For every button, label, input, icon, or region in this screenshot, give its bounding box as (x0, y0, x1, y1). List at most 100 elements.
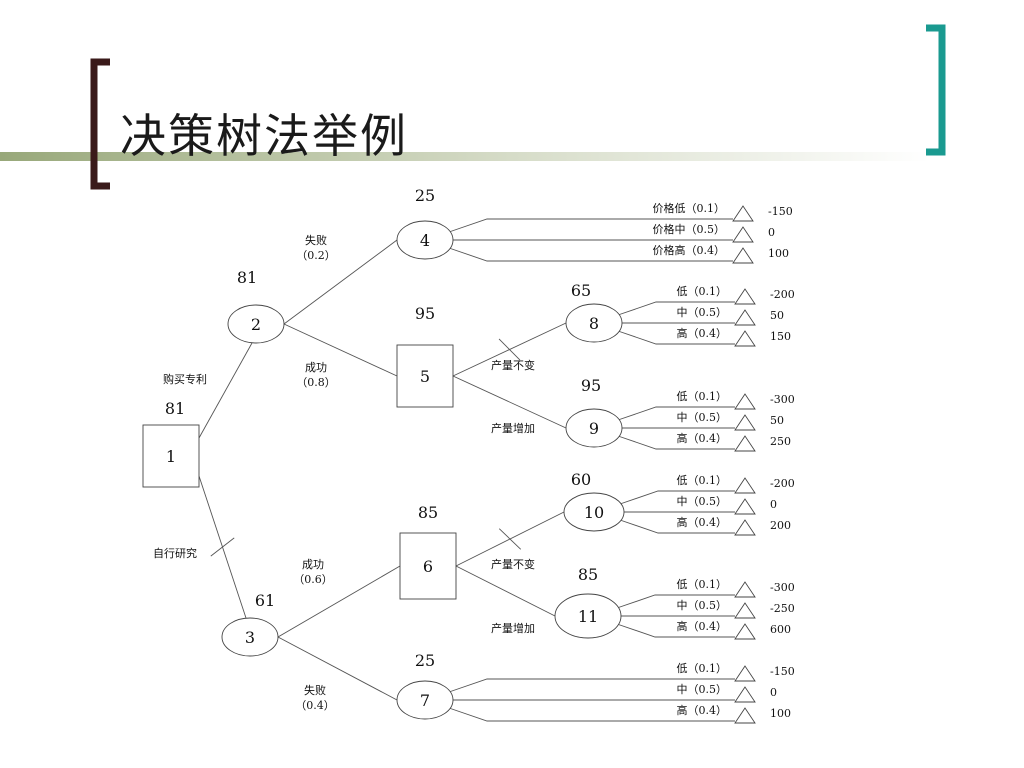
outcome-label-9-0: 低（0.1） (677, 390, 728, 403)
edge-label-3-6: 成功 (302, 558, 324, 571)
node-label-9: 9 (589, 419, 599, 438)
node-label-6: 6 (423, 557, 433, 576)
payoff-value-10-2: 200 (770, 519, 791, 532)
node-label-7: 7 (420, 691, 430, 710)
payoff-value-8-1: 50 (770, 309, 784, 322)
payoff-value-7-1: 0 (770, 686, 777, 699)
payoff-value-8-2: 150 (770, 330, 791, 343)
edge-label-2-5: （0.8） (296, 376, 336, 389)
outcome-branch-4-2 (448, 247, 733, 262)
edge-3-6 (277, 565, 401, 638)
node-value-4: 25 (415, 186, 435, 205)
node-value-3: 61 (255, 591, 275, 610)
terminal-triangle-8-1 (734, 309, 756, 326)
payoff-value-9-2: 250 (770, 435, 791, 448)
terminal-triangle-10-2 (734, 519, 756, 536)
terminal-triangle-8-2 (734, 330, 756, 347)
edge-1-2 (198, 342, 253, 439)
outcome-branch-11-2 (616, 623, 735, 638)
chance-node-10 (563, 492, 625, 532)
node-label-5: 5 (420, 367, 430, 386)
terminal-triangle-4-1 (732, 226, 754, 243)
edge-label-3-7: （0.4） (295, 699, 335, 712)
payoff-value-11-1: -250 (770, 602, 795, 615)
payoff-value-4-1: 0 (768, 226, 775, 239)
payoff-value-11-0: -300 (770, 581, 795, 594)
payoff-value-7-2: 100 (770, 707, 791, 720)
edge-3-7 (277, 636, 398, 701)
outcome-label-11-2: 高（0.4） (677, 619, 728, 633)
terminal-triangle-9-1 (734, 414, 756, 431)
payoff-value-10-1: 0 (770, 498, 777, 511)
edge-6-11 (455, 565, 556, 617)
edge-2-5 (283, 323, 398, 377)
outcome-label-7-1: 中（0.5） (677, 683, 728, 696)
outcome-branch-8-2 (617, 330, 735, 345)
edge-label-6-11: 产量增加 (491, 621, 535, 635)
decision-node-6 (399, 532, 457, 600)
outcome-label-4-1: 价格中（0.5） (653, 222, 726, 236)
payoff-value-8-0: -200 (770, 288, 795, 301)
node-value-7: 25 (415, 651, 435, 670)
node-label-11: 11 (578, 607, 598, 626)
edge-label-2-4: （0.2） (296, 249, 336, 262)
outcome-label-8-1: 中（0.5） (677, 306, 728, 319)
outcome-label-8-2: 高（0.4） (677, 326, 728, 340)
payoff-value-4-0: -150 (768, 205, 793, 218)
terminal-triangle-10-0 (734, 477, 756, 494)
outcome-branch-8-0 (617, 301, 735, 316)
terminal-triangle-4-2 (732, 247, 754, 264)
outcome-label-10-2: 高（0.4） (677, 515, 728, 529)
node-label-10: 10 (584, 503, 604, 522)
decision-node-1 (142, 424, 200, 488)
node-value-5: 95 (415, 304, 435, 323)
slide-title: 决策树法举例 (120, 109, 408, 163)
prune-mark-5-8 (498, 338, 521, 361)
outcome-label-11-1: 中（0.5） (677, 599, 728, 612)
edge-label-1-3: 自行研究 (153, 546, 197, 560)
chance-node-8 (565, 303, 623, 343)
node-value-2: 81 (237, 268, 257, 287)
outcome-branch-9-2 (617, 435, 735, 450)
chance-node-4 (396, 220, 454, 260)
outcome-label-11-0: 低（0.1） (677, 578, 728, 591)
payoff-value-9-1: 50 (770, 414, 784, 427)
payoff-value-10-0: -200 (770, 477, 795, 490)
edge-label-1-2: 购买专利 (163, 372, 207, 386)
chance-node-2 (227, 304, 285, 344)
terminal-triangle-11-2 (734, 623, 756, 640)
payoff-value-11-2: 600 (770, 623, 791, 636)
edge-label-3-7: 失败 (304, 683, 326, 697)
right-bracket (926, 24, 946, 156)
outcome-label-4-0: 价格低（0.1） (653, 201, 726, 215)
left-bracket (90, 58, 110, 190)
node-label-2: 2 (251, 315, 261, 334)
terminal-triangle-11-1 (734, 602, 756, 619)
edge-label-5-8: 产量不变 (491, 358, 535, 372)
outcome-label-8-0: 低（0.1） (677, 285, 728, 298)
outcome-branch-10-0 (619, 490, 735, 505)
terminal-triangle-11-0 (734, 581, 756, 598)
edge-2-4 (283, 239, 398, 325)
node-value-8: 65 (571, 281, 591, 300)
prune-mark-6-10 (498, 528, 522, 550)
terminal-triangle-7-1 (734, 686, 756, 703)
chance-node-11 (554, 593, 622, 639)
terminal-triangle-9-2 (734, 435, 756, 452)
terminal-triangle-7-2 (734, 707, 756, 724)
chance-node-3 (221, 617, 279, 657)
outcome-branch-7-2 (448, 707, 735, 722)
edge-label-6-10: 产量不变 (491, 557, 535, 571)
chance-node-7 (396, 680, 454, 720)
outcome-branch-4-0 (448, 218, 733, 233)
payoff-value-7-0: -150 (770, 665, 795, 678)
edge-5-9 (452, 375, 567, 429)
terminal-triangle-7-0 (734, 665, 756, 682)
terminal-triangle-10-1 (734, 498, 756, 515)
terminal-triangle-4-0 (732, 205, 754, 222)
edge-label-5-9: 产量增加 (491, 421, 535, 435)
outcome-label-9-2: 高（0.4） (677, 431, 728, 445)
chance-node-9 (565, 408, 623, 448)
outcome-label-10-0: 低（0.1） (677, 474, 728, 487)
